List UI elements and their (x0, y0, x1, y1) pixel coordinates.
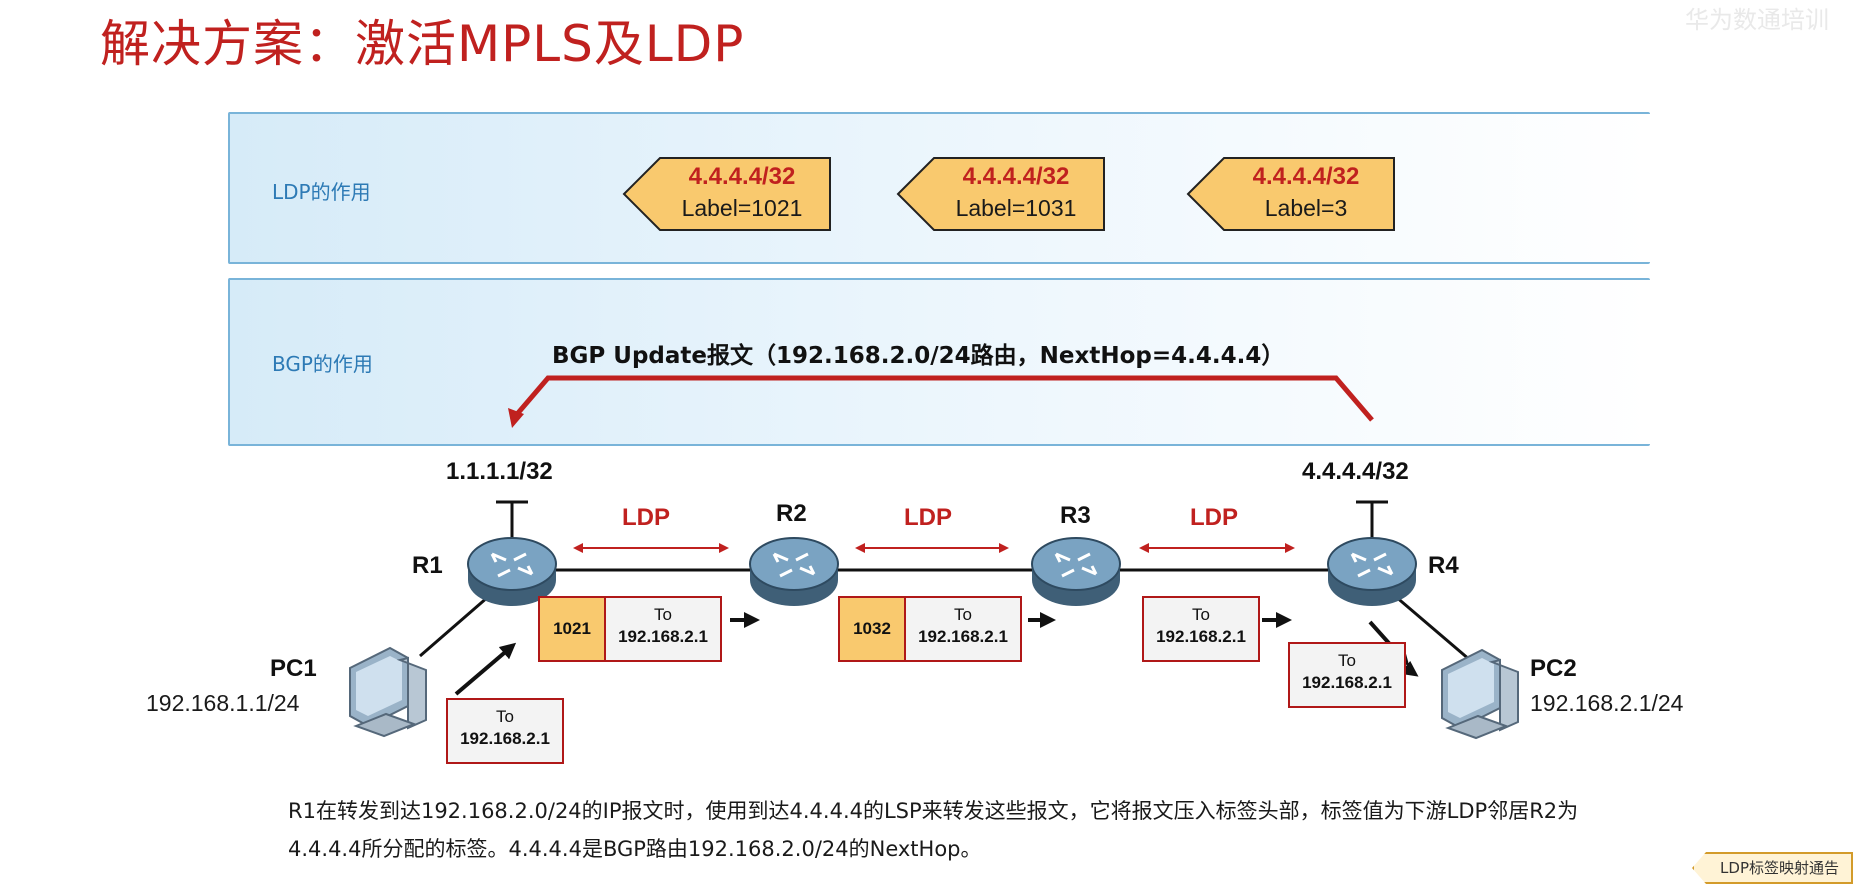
label-mapping-value: Label=1021 (681, 195, 803, 221)
label-mapping-prefix: 4.4.4.4/32 (688, 163, 796, 190)
ldp-band: LDP的作用 (228, 112, 1650, 264)
ldp-link-label-3: LDP (1190, 504, 1238, 531)
pc2-link (1387, 588, 1471, 662)
label-mapping-shape (1186, 157, 1395, 231)
label-mapping-2: 4.4.4.4/32 Label=1031 (896, 156, 1106, 232)
flow-arrow-pc1 (454, 642, 517, 696)
router-r2-label: R2 (776, 500, 807, 527)
nav-button-ldp-label-mapping[interactable]: LDP标签映射通告 (1692, 852, 1853, 884)
label-mapping-value: Label=3 (1264, 195, 1348, 221)
packet-labeled-1021: 1021 To 192.168.2.1 (538, 596, 722, 662)
bgp-update-arrow (510, 375, 1374, 422)
router-r4-icon (1327, 537, 1417, 606)
router-r3-icon (1031, 537, 1121, 606)
label-mapping-shape (896, 157, 1105, 231)
packet-dest: 192.168.2.1 (918, 627, 1008, 646)
pc1-link (419, 588, 497, 658)
packet-labeled-1032: 1032 To 192.168.2.1 (838, 596, 1022, 662)
r1-loopback-label: 1.1.1.1/32 (446, 458, 553, 485)
router-r2-icon (749, 537, 839, 606)
packet-dest: 192.168.2.1 (618, 627, 708, 646)
r4-loopback-label: 4.4.4.4/32 (1302, 458, 1409, 485)
router-r4-label: R4 (1428, 552, 1459, 579)
bgp-update-arrowhead (508, 408, 524, 428)
ldp-link-label-1: LDP (622, 504, 670, 531)
bgp-band-label: BGP的作用 (272, 352, 373, 376)
pc1-ip: 192.168.1.1/24 (146, 690, 300, 716)
packet-dest: 192.168.2.1 (460, 729, 550, 748)
packet-label: 1021 (540, 598, 606, 660)
packet-to: To (1338, 651, 1356, 670)
label-mapping-3: 4.4.4.4/32 Label=3 (1186, 156, 1396, 232)
explanation-text: R1在转发到达192.168.2.0/24的IP报文时，使用到达4.4.4.4的… (288, 799, 1579, 861)
packet-popped: To 192.168.2.1 (1142, 596, 1260, 662)
ldp-band-label: LDP的作用 (272, 180, 371, 204)
bgp-update-text: BGP Update报文（192.168.2.0/24路由，NextHop=4.… (552, 343, 1285, 369)
packet-to: To (496, 707, 514, 726)
ldp-link-label-2: LDP (904, 504, 952, 531)
watermark: 华为数通培训 (1685, 6, 1829, 34)
router-r3-label: R3 (1060, 502, 1091, 529)
packet-to: To (1192, 605, 1210, 624)
label-mapping-shape (622, 157, 831, 231)
pc1-name: PC1 (270, 655, 317, 682)
router-r1-label: R1 (412, 552, 443, 579)
pc1-icon (349, 646, 427, 738)
label-mapping-value: Label=1031 (955, 195, 1077, 221)
router-r1-icon (467, 537, 557, 606)
packet-pc2: To 192.168.2.1 (1288, 642, 1406, 708)
packet-to: To (654, 605, 672, 624)
pc2-ip: 192.168.2.1/24 (1530, 690, 1684, 716)
bgp-band: BGP的作用 (228, 278, 1650, 446)
packet-dest: 192.168.2.1 (1156, 627, 1246, 646)
label-mapping-prefix: 4.4.4.4/32 (962, 163, 1070, 190)
pc2-icon (1441, 648, 1519, 740)
pc2-name: PC2 (1530, 655, 1577, 682)
packet-label: 1032 (840, 598, 906, 660)
label-mapping-prefix: 4.4.4.4/32 (1252, 163, 1360, 190)
packet-pc1: To 192.168.2.1 (446, 698, 564, 764)
packet-to: To (954, 605, 972, 624)
packet-dest: 192.168.2.1 (1302, 673, 1392, 692)
label-mapping-1: 4.4.4.4/32 Label=1021 (622, 156, 832, 232)
page-title: 解决方案：激活MPLS及LDP (100, 15, 745, 73)
